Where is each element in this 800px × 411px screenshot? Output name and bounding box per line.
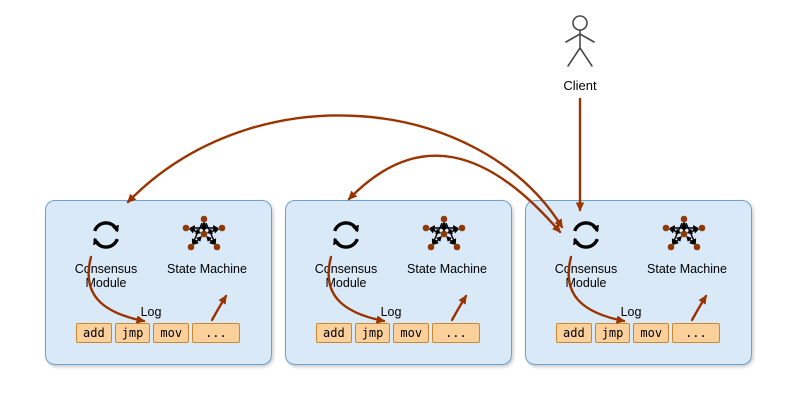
log-label: Log <box>140 305 162 319</box>
log-entry: add <box>76 323 112 343</box>
state-machine-label: State Machine <box>407 262 487 276</box>
log-entry: mov <box>633 323 670 343</box>
consensus-module-icon <box>93 221 119 249</box>
client-label: Client <box>563 78 597 93</box>
server-box-3: Consensus Module State Machine Log add j… <box>525 200 752 365</box>
log-entries-row: add jmp mov ... <box>316 323 480 343</box>
consensus-module-label: Consensus Module <box>74 262 138 290</box>
server-box-2: Consensus Module State Machine Log add j… <box>285 200 512 365</box>
log-entry-more: ... <box>192 323 240 343</box>
state-machine-icon <box>422 215 466 251</box>
log-entry: jmp <box>594 323 631 343</box>
actor-stick-figure-icon <box>565 15 595 67</box>
log-entry: mov <box>393 323 430 343</box>
log-entry: jmp <box>114 323 151 343</box>
state-machine-icon <box>662 215 706 251</box>
log-entries-row: add jmp mov ... <box>556 323 720 343</box>
log-entry: mov <box>153 323 190 343</box>
consensus-module-label: Consensus Module <box>554 262 618 290</box>
client-actor: Client <box>556 14 604 93</box>
log-entries-row: add jmp mov ... <box>76 323 240 343</box>
log-entry: add <box>556 323 592 343</box>
state-machine-label: State Machine <box>647 262 727 276</box>
log-label: Log <box>380 305 402 319</box>
log-entry-more: ... <box>672 323 720 343</box>
consensus-module-icon <box>333 221 359 249</box>
consensus-module-icon <box>573 221 599 249</box>
log-entry: jmp <box>354 323 391 343</box>
state-machine-icon <box>182 215 226 251</box>
state-machine-label: State Machine <box>167 262 247 276</box>
server-box-1: Consensus Module State Machine Log add j… <box>45 200 272 365</box>
log-entry-more: ... <box>432 323 480 343</box>
log-entry: add <box>316 323 352 343</box>
consensus-module-label: Consensus Module <box>314 262 378 290</box>
log-label: Log <box>620 305 642 319</box>
